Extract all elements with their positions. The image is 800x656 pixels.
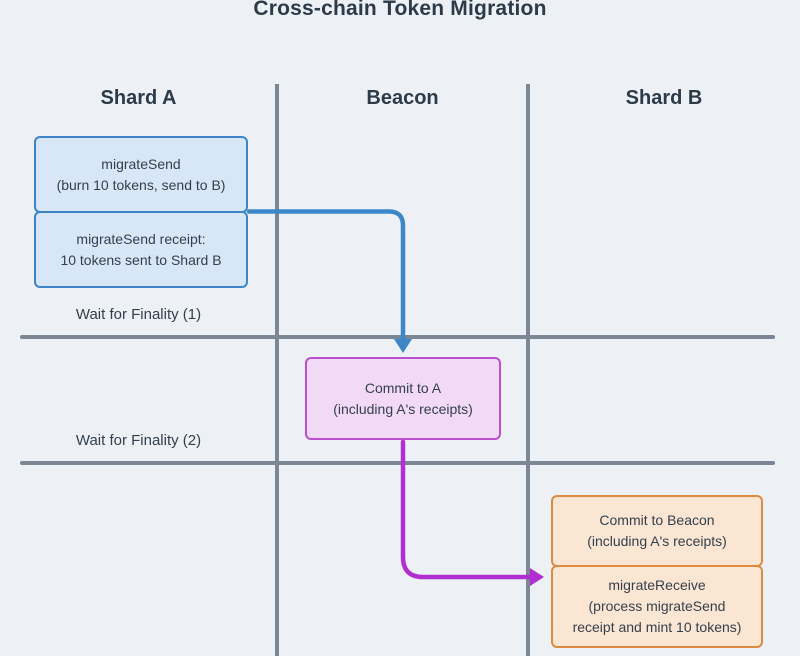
arrow-down-head bbox=[394, 339, 412, 353]
migrate-receive-box: migrateReceive (process migrateSend rece… bbox=[551, 565, 763, 648]
box-text-line: Commit to Beacon bbox=[599, 512, 715, 528]
finality-divider-2 bbox=[20, 461, 775, 465]
migrate-send-box: migrateSend (burn 10 tokens, send to B) bbox=[34, 136, 248, 213]
arrow-right-head bbox=[530, 568, 544, 586]
box-text-line: (process migrateSend bbox=[588, 598, 726, 614]
wait-finality-1-label: Wait for Finality (1) bbox=[75, 306, 202, 323]
column-header-shard-a: Shard A bbox=[100, 87, 177, 109]
migrate-send-receipt-box: migrateSend receipt: 10 tokens sent to S… bbox=[34, 211, 248, 288]
wait-finality-2-label: Wait for Finality (2) bbox=[75, 432, 202, 449]
column-header-shard-b: Shard B bbox=[625, 87, 703, 109]
box-text-line: 10 tokens sent to Shard B bbox=[60, 251, 222, 268]
commit-to-beacon-box: Commit to Beacon (including A's receipts… bbox=[551, 495, 763, 567]
diagram-title: Cross-chain Token Migration bbox=[253, 0, 547, 20]
box-text-line: (burn 10 tokens, send to B) bbox=[56, 176, 226, 193]
box-text-line: (including A's receipts) bbox=[333, 400, 473, 417]
box-text-line: migrateSend receipt: bbox=[76, 230, 206, 247]
box-text-line: receipt and mint 10 tokens) bbox=[572, 619, 742, 635]
box-text-line: Commit to A bbox=[364, 379, 442, 396]
column-divider-right bbox=[526, 84, 530, 656]
send-to-commit-arrow bbox=[246, 209, 412, 353]
finality-divider-1 bbox=[20, 335, 775, 339]
box-text-line: migrateReceive bbox=[608, 577, 706, 593]
box-text-line: migrateSend bbox=[101, 155, 181, 172]
box-text-line: (including A's receipts) bbox=[587, 533, 727, 549]
column-header-beacon: Beacon bbox=[366, 87, 439, 109]
column-divider-left bbox=[275, 84, 279, 656]
commit-to-a-box: Commit to A (including A's receipts) bbox=[305, 357, 501, 440]
